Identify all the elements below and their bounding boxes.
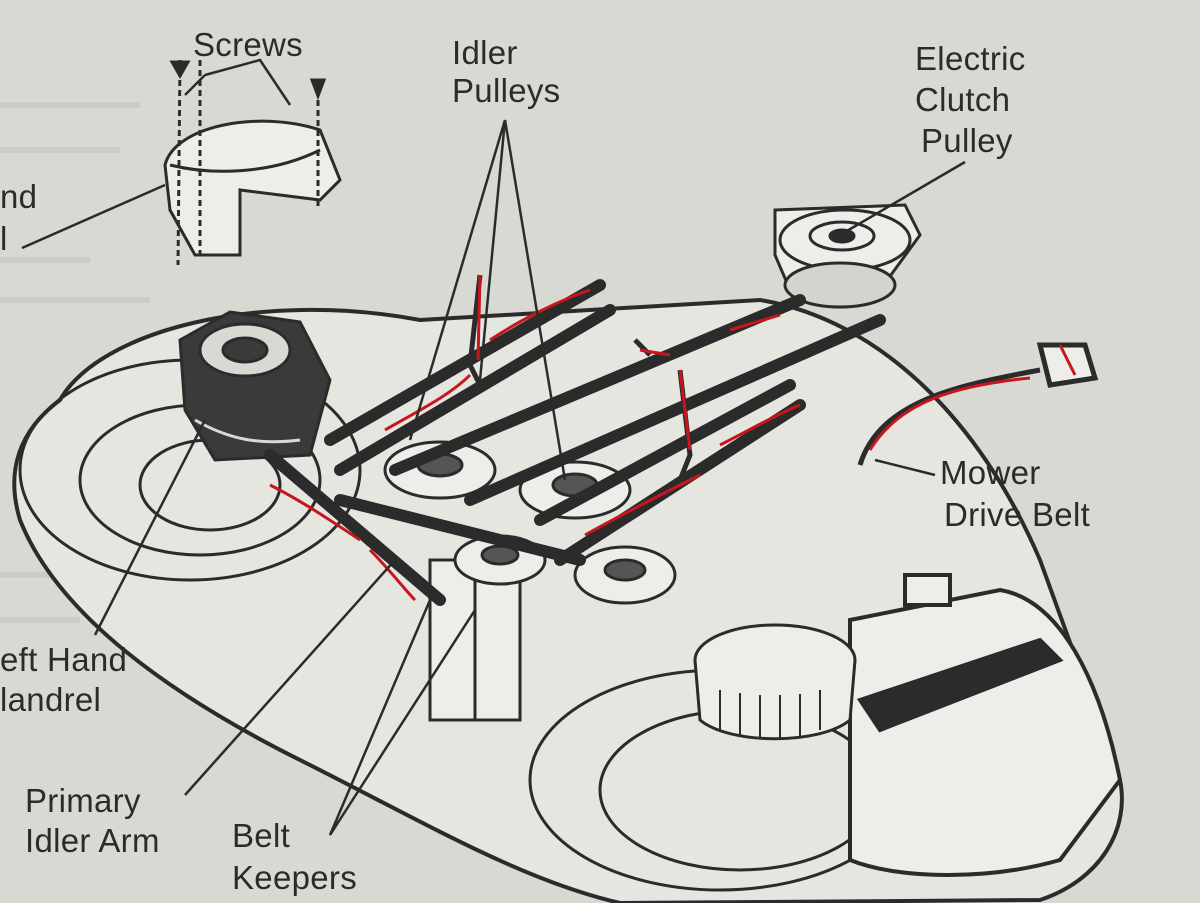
label-electric-clutch-pulley: Electric Clutch Pulley — [915, 38, 1026, 161]
label-belt-keepers: Belt Keepers — [232, 815, 357, 899]
red-highlight-traces — [269, 274, 1077, 602]
electric-clutch-pulley — [773, 203, 922, 309]
idler-pulleys — [383, 440, 677, 605]
label-mower-drive-belt: Mower Drive Belt — [940, 452, 1090, 536]
label-screws: Screws — [193, 26, 303, 64]
label-left-hand-mandrel-line2: landrel — [0, 681, 102, 718]
label-right-hand-partial-line1: nd — [0, 178, 38, 215]
label-left-hand-mandrel-line1: eft Hand — [0, 641, 128, 678]
label-electric-clutch-line1: Electric — [915, 40, 1026, 77]
label-belt-keepers-line1: Belt — [232, 817, 291, 854]
label-electric-clutch-line3: Pulley — [921, 122, 1013, 159]
label-electric-clutch-line2: Clutch — [915, 81, 1011, 118]
label-mower-drive-belt-line1: Mower — [940, 454, 1041, 491]
label-idler-pulleys-line1: Idler — [452, 34, 518, 71]
discharge-chute — [848, 573, 1123, 877]
label-right-hand-partial-line2: l — [0, 220, 8, 257]
label-primary-idler-arm-line2: Idler Arm — [25, 822, 160, 859]
leader-lines — [21, 58, 966, 836]
label-primary-idler-arm-line1: Primary — [25, 782, 141, 819]
label-screws-text: Screws — [193, 26, 303, 63]
right-mandrel — [693, 623, 857, 741]
mower-belts — [264, 279, 886, 606]
label-primary-idler-arm: Primary Idler Arm — [25, 781, 160, 861]
label-right-hand-partial: nd l — [0, 176, 37, 260]
cover-inset — [163, 59, 342, 266]
label-mower-drive-belt-line2: Drive Belt — [944, 496, 1091, 533]
clutch-cable — [857, 342, 1099, 466]
label-idler-pulleys-line2: Pulleys — [452, 72, 561, 109]
left-hand-mandrel — [178, 310, 332, 462]
label-belt-keepers-line2: Keepers — [232, 859, 358, 896]
label-left-hand-mandrel: eft Hand landrel — [0, 640, 127, 720]
label-idler-pulleys: Idler Pulleys — [452, 34, 560, 110]
